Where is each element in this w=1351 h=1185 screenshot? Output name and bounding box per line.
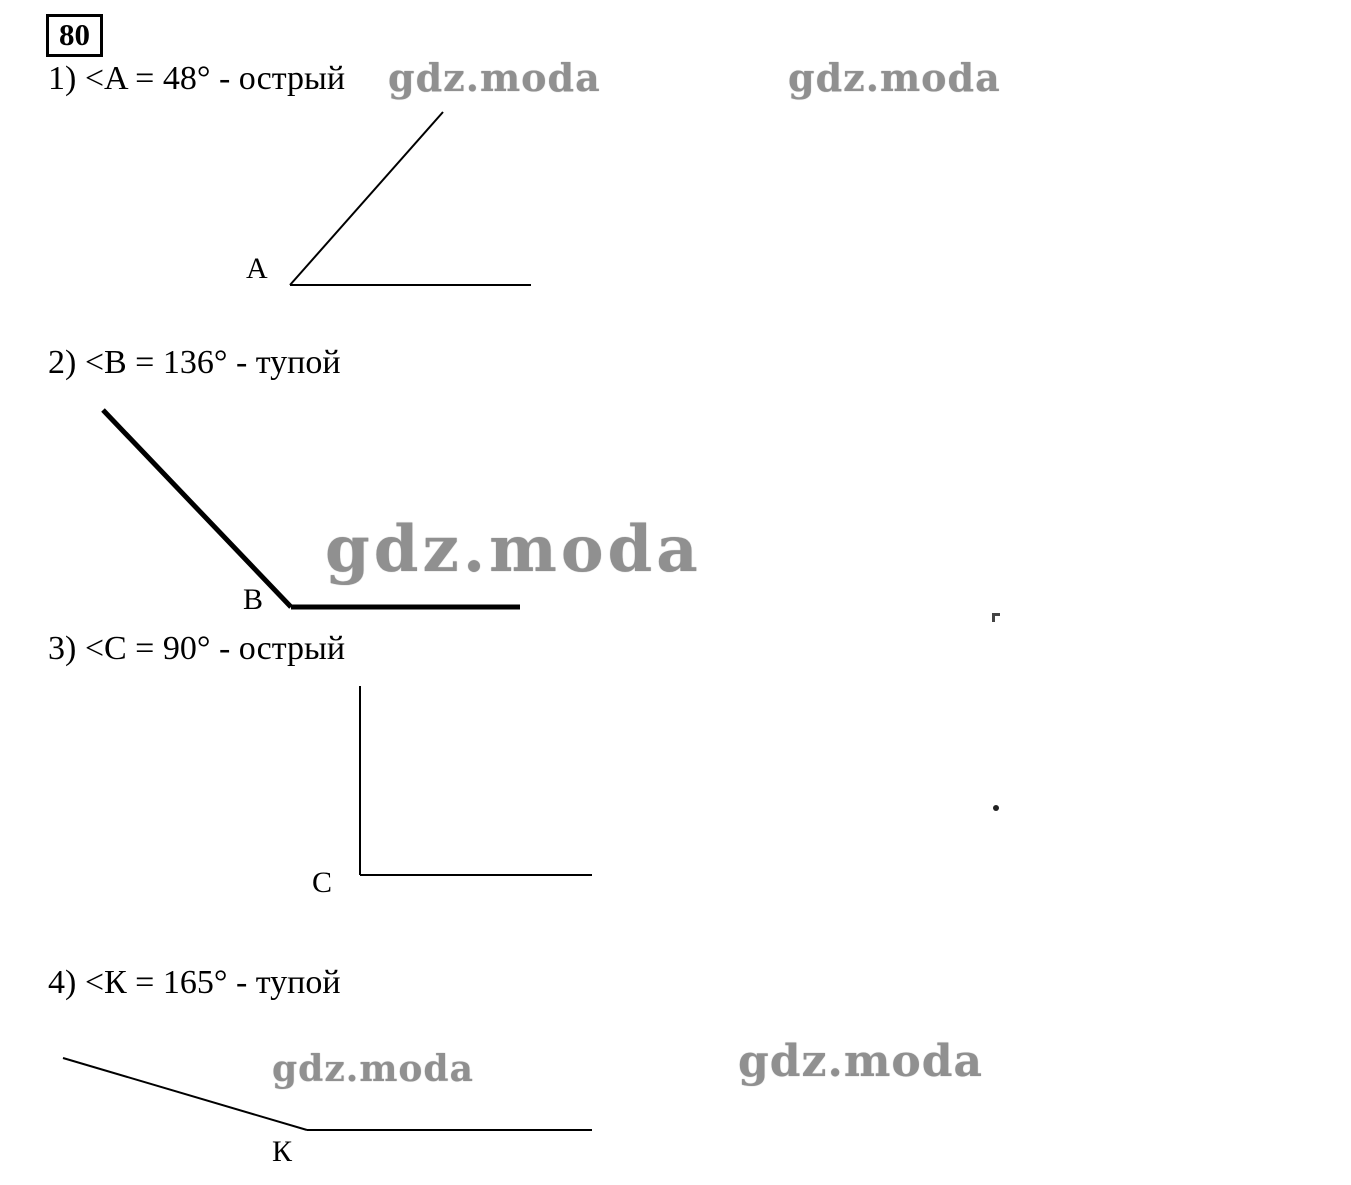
answer-line-2: 2) <B = 136° - тупой: [48, 344, 341, 381]
angle-a-slanted-ray: [289, 111, 444, 286]
angle-b-slanted-ray: [101, 408, 293, 609]
scan-artifacts: [992, 613, 1000, 811]
watermark-top-right: gdz.moda: [788, 55, 1001, 100]
scan-artifact-tick: [992, 613, 1000, 622]
angle-c-figure: [359, 686, 592, 876]
watermark-bottom-left: gdz.moda: [272, 1048, 474, 1090]
watermark-middle: gdz.moda: [325, 512, 702, 587]
vertex-label-b: B: [243, 583, 264, 616]
watermark-top-left: gdz.moda: [388, 55, 601, 100]
answer-line-3: 3) <C = 90° - острый: [48, 630, 346, 667]
scan-artifact-dot: [993, 805, 999, 811]
answer-line-1: 1) <A = 48° - острый: [48, 60, 346, 97]
vertex-label-c: C: [312, 866, 333, 899]
angle-k-slanted-ray: [62, 1057, 308, 1131]
angle-k-figure: [62, 1057, 592, 1131]
watermark-bottom-right: gdz.moda: [738, 1036, 984, 1087]
answer-line-4: 4) <К = 165° - тупой: [48, 964, 341, 1001]
vertex-label-k: К: [272, 1135, 293, 1168]
problem-number-box: 80: [46, 14, 103, 58]
vertex-label-a: A: [246, 252, 268, 285]
angle-b-figure: [101, 408, 520, 610]
angle-a-figure: [289, 111, 531, 286]
